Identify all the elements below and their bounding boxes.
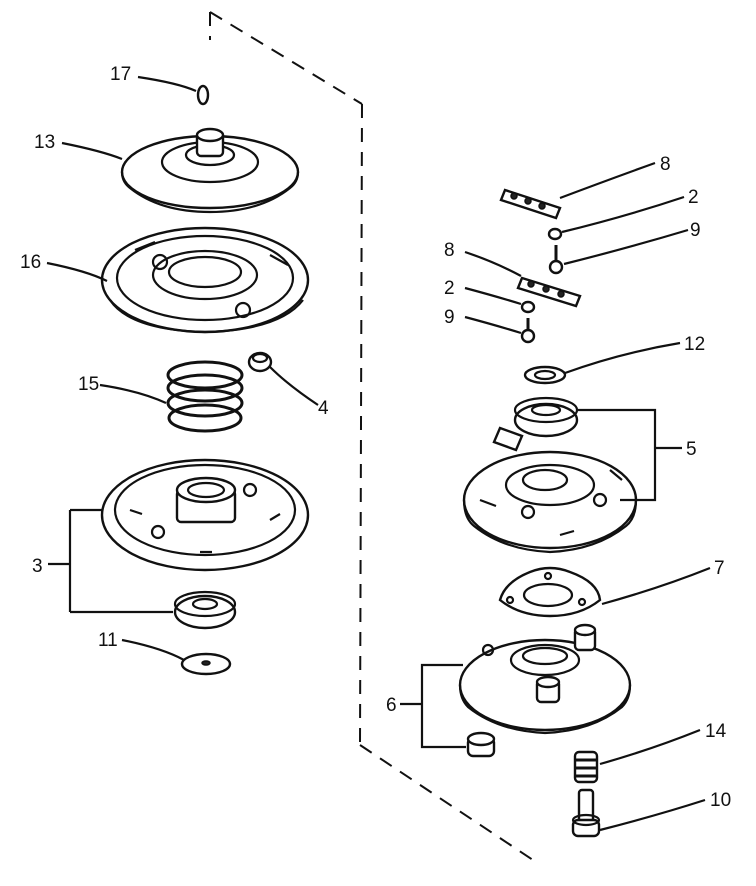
part-6-eyelet: [466, 731, 496, 758]
assembly-boundary-dashed: [209, 11, 537, 863]
callout-16: 16: [20, 252, 41, 273]
part-11-washer: [180, 652, 232, 676]
leader-lines: [46, 75, 711, 832]
part-9-screw-lower: [520, 318, 536, 344]
callout-17: 17: [110, 64, 131, 85]
part-17-nut: [196, 84, 210, 106]
callout-labels: 17 13 16 15 4 3 11 8 2 9 8 2 9 12 5 7 6 …: [20, 64, 731, 811]
callout-14: 14: [705, 721, 727, 742]
part-5-head: [462, 426, 638, 554]
part-16-spool: [100, 226, 310, 334]
callout-2-lower: 2: [444, 278, 455, 299]
callout-8-lower: 8: [444, 240, 455, 261]
part-6-housing: [458, 623, 632, 735]
callout-2-upper: 2: [688, 187, 699, 208]
part-3-housing: [100, 458, 310, 572]
callout-7: 7: [714, 558, 725, 579]
callout-12: 12: [684, 334, 705, 355]
part-8-bracket-upper: [499, 188, 562, 220]
callout-11: 11: [98, 630, 118, 651]
callout-5: 5: [686, 439, 697, 460]
part-10-pin: [571, 788, 601, 838]
callout-10: 10: [710, 790, 731, 811]
callout-13: 13: [34, 132, 55, 153]
callout-8-upper: 8: [660, 154, 671, 175]
callout-6: 6: [386, 695, 397, 716]
part-9-screw-upper: [548, 245, 564, 275]
callout-3: 3: [32, 556, 43, 577]
part-14-spring: [573, 750, 599, 784]
part-12-washer: [523, 365, 567, 385]
part-2-washer-lower: [520, 300, 536, 314]
part-2-washer-upper: [547, 227, 563, 241]
part-4-nut: [247, 351, 273, 373]
part-15-spring: [166, 360, 244, 433]
part-5-bushing: [513, 396, 579, 438]
part-7-gasket: [498, 566, 602, 618]
callout-15: 15: [78, 374, 99, 395]
callout-9-upper: 9: [690, 220, 701, 241]
part-13-cover: [120, 127, 300, 214]
callout-9-lower: 9: [444, 307, 455, 328]
part-3-bushing: [173, 590, 237, 630]
callout-4: 4: [318, 398, 329, 419]
part-8-bracket-lower: [516, 276, 582, 308]
